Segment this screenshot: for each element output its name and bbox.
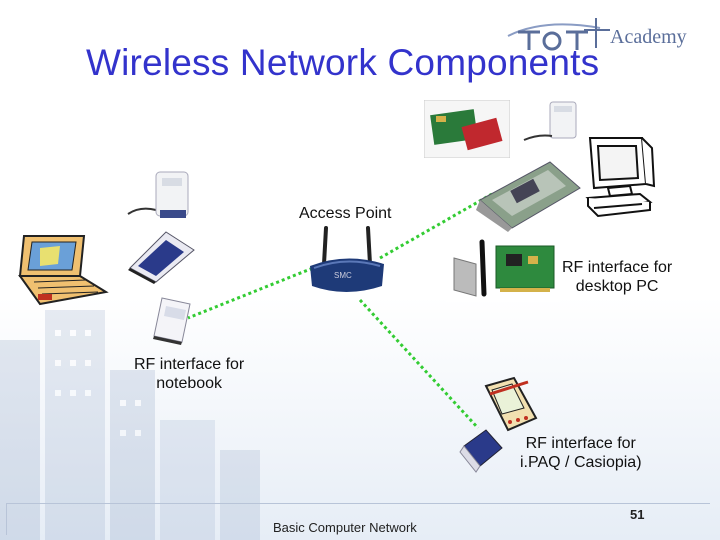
usb-wireless-adapter-icon	[127, 171, 189, 218]
label-rf-ipaq-line1: RF interface for	[525, 435, 636, 452]
pcmcia-card-pair-icon	[424, 100, 510, 158]
city-skyline-background	[0, 310, 260, 540]
ipaq-pda-icon	[484, 376, 538, 432]
usb-adapter-small-icon	[523, 101, 577, 141]
label-rf-desktop: RF interface for desktop PC	[562, 258, 672, 296]
label-rf-ipaq: RF interface for i.PAQ / Casiopia)	[520, 434, 642, 472]
label-rf-desktop-line2: desktop PC	[575, 278, 659, 295]
academy-logo	[507, 18, 610, 51]
svg-text:SMC: SMC	[334, 271, 352, 280]
notebook-laptop-icon	[18, 235, 109, 306]
label-rf-notebook: RF interface for notebook	[134, 355, 244, 393]
link-ap-to-notebook	[187, 264, 319, 320]
link-ap-to-ipaq	[358, 298, 480, 430]
pc-card-notebook-icon	[128, 231, 195, 284]
pci-card-antenna-icon	[446, 236, 560, 302]
desktop-pc-icon	[585, 137, 656, 218]
cf-card-ipaq-icon	[459, 429, 503, 473]
footer-title: Basic Computer Network	[273, 520, 417, 535]
label-access-point: Access Point	[299, 205, 392, 222]
label-rf-desktop-line1: RF interface for	[562, 259, 673, 276]
access-point-router-icon: SMC	[310, 226, 384, 292]
pci-card-large-icon	[476, 161, 581, 232]
logo-text: Academy	[610, 26, 687, 48]
label-rf-notebook-line2: notebook	[156, 375, 223, 392]
footer-frame	[6, 503, 710, 535]
slide-title: Wireless Network Components	[86, 42, 600, 83]
pc-card-slim-icon	[153, 297, 191, 345]
label-rf-ipaq-line2: i.PAQ / Casiopia)	[520, 454, 642, 471]
page-number: 51	[630, 507, 645, 522]
label-rf-notebook-line1: RF interface for	[134, 356, 245, 373]
